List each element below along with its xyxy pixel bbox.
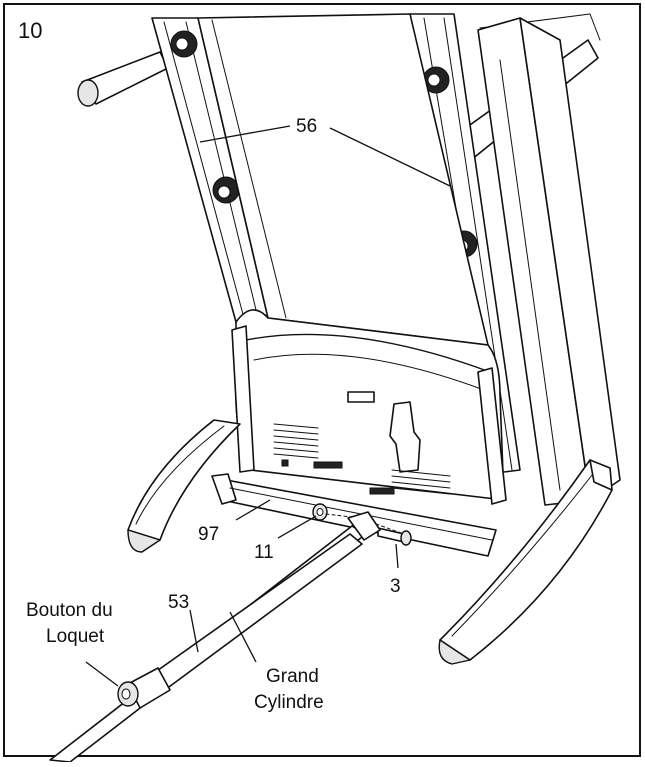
part-label-56: 56 (296, 116, 317, 137)
right-base (438, 459, 613, 665)
motor-hood (231, 309, 507, 505)
large-cylinder (49, 511, 381, 763)
latch-label-line1: Bouton du (26, 600, 113, 621)
latch-knob-icon (117, 667, 171, 709)
step-number: 10 (18, 18, 42, 43)
bolt-icon (377, 527, 412, 546)
part-label-3: 3 (390, 576, 401, 597)
part-label-97: 97 (198, 524, 219, 545)
cylinder-label-line2: Cylindre (254, 692, 324, 713)
part-label-11: 11 (254, 542, 274, 563)
roller-icon (422, 66, 450, 94)
latch-label-line2: Loquet (46, 626, 105, 647)
assembly-axis (325, 513, 361, 519)
left-base (127, 419, 241, 553)
leader-lines (85, 125, 451, 687)
part-label-53: 53 (168, 592, 189, 613)
cylinder-label-line1: Grand (266, 666, 319, 687)
roller-icon (212, 176, 240, 204)
vent-grille (273, 423, 451, 495)
washer-icon (312, 503, 328, 521)
roller-icon (170, 30, 198, 58)
